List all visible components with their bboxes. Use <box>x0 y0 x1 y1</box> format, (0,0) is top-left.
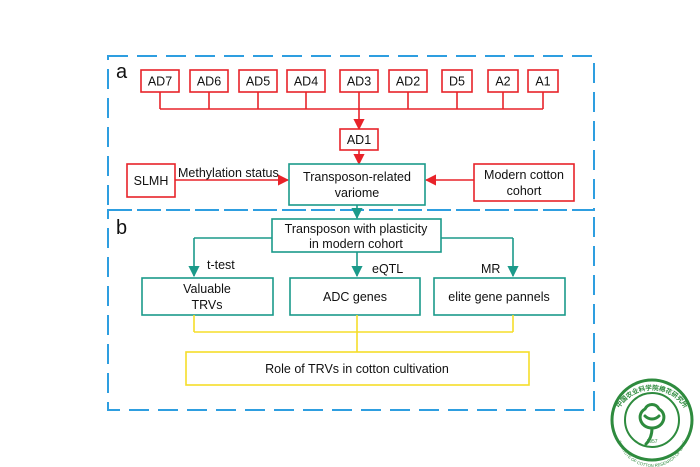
slmh-label: SLMH <box>134 174 169 188</box>
elite-gene-pannels-label: elite gene pannels <box>448 290 549 304</box>
genome-box-a2 <box>487 69 519 93</box>
genome-box-a1 <box>527 69 559 93</box>
methylation-status-label: Methylation status <box>178 166 279 180</box>
method-ttest-label: t-test <box>207 258 235 272</box>
ad1-box <box>339 128 379 151</box>
valuable-trvs-label-line2: TRVs <box>191 298 222 312</box>
valuable-trvs-box <box>141 277 274 316</box>
role-label: Role of TRVs in cotton cultivation <box>265 362 449 376</box>
genome-row: AD7 AD6 AD5 AD4 AD3 AD2 D5 A2 A1 <box>140 69 559 109</box>
elite-gene-pannels-box <box>433 277 566 316</box>
logo-cotton-mark <box>638 403 666 446</box>
genome-connector <box>160 108 543 186</box>
panel-label-a: a <box>116 61 128 83</box>
genome-label-ad2: AD2 <box>396 75 420 89</box>
genome-label-d5: D5 <box>449 75 465 89</box>
genome-label-ad6: AD6 <box>197 75 221 89</box>
genome-box-ad2 <box>388 69 428 93</box>
variome-label-line2: variome <box>335 186 380 200</box>
yellow-connector <box>193 315 514 352</box>
genome-label-a2: A2 <box>495 75 510 89</box>
genome-label-ad4: AD4 <box>294 75 318 89</box>
modern-cohort-label-line2: cohort <box>507 184 542 198</box>
plasticity-label-line2: in modern cohort <box>309 237 403 251</box>
adc-genes-box <box>289 277 421 316</box>
genome-box-ad5 <box>238 69 278 93</box>
genome-box-d5 <box>441 69 473 93</box>
slmh-box <box>126 163 176 198</box>
institute-logo: 中国农业科学院棉花研究所 INSTITUTE OF COTTON RESEARC… <box>610 378 694 467</box>
logo-year: 1957 <box>646 439 657 445</box>
teal-connector <box>188 205 519 278</box>
plasticity-box <box>271 218 442 253</box>
role-box <box>185 351 530 386</box>
genome-label-ad7: AD7 <box>148 75 172 89</box>
variome-label-line1: Transposon-related <box>303 170 411 184</box>
modern-cohort-box <box>473 163 575 202</box>
modern-cohort-label-line1: Modern cotton <box>484 168 564 182</box>
method-eqtl-label: eQTL <box>372 262 403 276</box>
genome-label-a1: A1 <box>535 75 550 89</box>
valuable-trvs-label-line1: Valuable <box>183 282 231 296</box>
genome-label-ad5: AD5 <box>246 75 270 89</box>
variome-box <box>288 163 426 206</box>
adc-genes-label: ADC genes <box>323 290 387 304</box>
plasticity-label-line1: Transposon with plasticity <box>285 222 428 236</box>
genome-box-ad6 <box>189 69 229 93</box>
genome-box-ad3 <box>339 69 379 93</box>
genome-box-ad4 <box>286 69 326 93</box>
genome-label-ad3: AD3 <box>347 75 371 89</box>
ad1-label: AD1 <box>347 133 371 147</box>
panel-label-b: b <box>116 217 127 239</box>
genome-box-ad7 <box>140 69 180 93</box>
panel-b-frame <box>107 209 595 411</box>
method-mr-label: MR <box>481 262 500 276</box>
